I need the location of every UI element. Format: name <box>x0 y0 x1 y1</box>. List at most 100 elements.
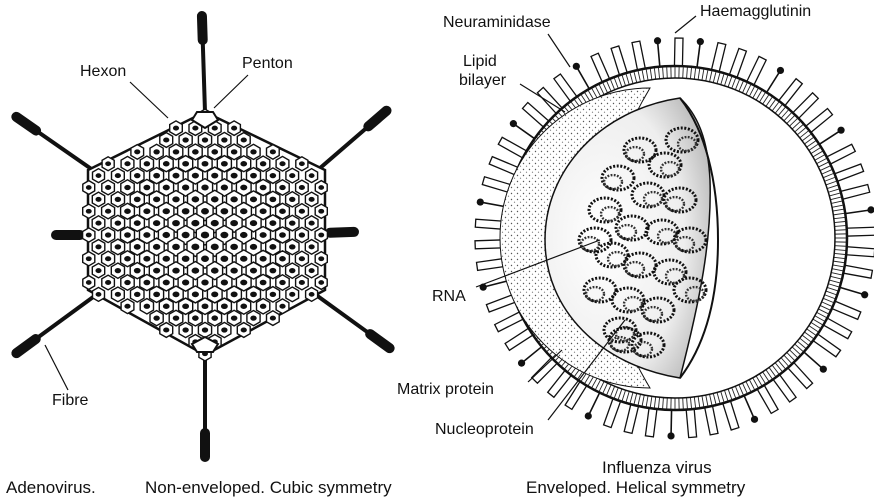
hexon-pore <box>211 315 218 320</box>
hexon-label: Hexon <box>80 63 126 81</box>
hexon-pore <box>86 280 92 285</box>
hexon-pore <box>191 220 199 227</box>
hexon-pore <box>201 208 209 214</box>
hexon-pore <box>86 233 92 238</box>
hexon-pore <box>134 220 141 226</box>
bilayer-tick <box>667 67 668 78</box>
hexon-pore <box>143 280 150 286</box>
hexon-pore <box>231 126 237 131</box>
influenza-caption-name: Influenza virus <box>602 458 712 478</box>
hexon-pore <box>163 208 170 214</box>
hexon-pore <box>124 232 131 237</box>
hexon-pore <box>172 220 180 226</box>
hexon-pore <box>115 220 122 225</box>
hexon-pore <box>105 256 111 261</box>
neuraminidase-head <box>573 63 580 70</box>
neuraminidase-spike <box>576 66 590 90</box>
hexon-pore <box>299 280 305 285</box>
fibre-knob <box>370 334 389 348</box>
hexon-pore <box>182 327 188 332</box>
hexon-pore <box>173 315 180 320</box>
hexon-pore <box>172 173 179 179</box>
hexon-pore <box>95 268 101 273</box>
hexon-pore <box>182 185 189 191</box>
hexon-pore <box>240 256 247 262</box>
hexon-pore <box>134 173 141 178</box>
fibre-knob <box>16 117 36 131</box>
hexon-pore <box>221 327 227 332</box>
influenza-caption-description: Enveloped. Helical symmetry <box>526 478 745 498</box>
hexon-pore <box>86 209 92 214</box>
hexon-pore <box>182 208 190 214</box>
hexon-pore <box>279 280 285 285</box>
fibre-knob <box>330 232 354 233</box>
hexon-pore <box>124 209 131 214</box>
neuraminidase-head <box>667 432 674 439</box>
hexon-pore <box>173 126 179 131</box>
neuraminidase-head <box>861 291 868 298</box>
hexon-pore <box>143 232 150 238</box>
neuraminidase-spike <box>818 130 841 145</box>
hexon-pore <box>221 303 228 309</box>
hexon-pore <box>115 292 121 297</box>
hexon-pore <box>153 268 160 274</box>
influenza-illustration <box>475 37 874 439</box>
hexon-pore <box>269 244 276 250</box>
hexon-pore <box>211 220 219 227</box>
hexon-pore <box>309 292 315 297</box>
haemagglutinin-leader <box>675 16 696 33</box>
hexon-pore <box>260 256 267 262</box>
hexon-pore <box>289 292 295 297</box>
hexon-pore <box>279 232 286 237</box>
hexon-pore <box>153 173 160 178</box>
neuraminidase-spike <box>671 408 672 436</box>
hexon-pore <box>144 304 150 309</box>
hexon-pore <box>202 303 209 309</box>
hexon-pore <box>124 280 130 285</box>
hexon-pore <box>182 303 189 309</box>
hexon-pore <box>289 268 295 273</box>
hexon-pore <box>270 316 276 321</box>
penton-label: Penton <box>242 55 293 73</box>
hexon-pore <box>279 256 286 261</box>
hexon-pore <box>279 209 286 214</box>
hexon-pore <box>124 161 130 166</box>
hexon-pore <box>191 244 199 251</box>
lipid-bilayer-label-line2: bilayer <box>459 72 506 90</box>
hexon-pore <box>230 196 237 202</box>
hexon-pore <box>230 244 238 250</box>
hexon-pore <box>115 197 121 202</box>
hexon-pore <box>241 327 247 332</box>
hexon-pore <box>230 268 237 274</box>
neuraminidase-head <box>837 127 844 134</box>
neuraminidase-head <box>585 412 592 419</box>
haemagglutinin-spike <box>632 41 646 72</box>
hexon-pore <box>231 315 238 320</box>
hexon-pore <box>172 196 179 202</box>
hexon-pore <box>192 268 200 274</box>
hexon-pore <box>95 197 101 202</box>
neuraminidase-head <box>510 120 517 127</box>
hexon-leader <box>130 82 168 118</box>
neuraminidase-spike <box>588 391 600 416</box>
hexon-pore <box>163 185 170 191</box>
neuraminidase-head <box>654 37 661 44</box>
hexon-pore <box>144 161 150 166</box>
hexon-pore <box>318 256 324 261</box>
hexon-pore <box>201 185 208 191</box>
haemagglutinin-spike <box>645 406 657 437</box>
hexon-pore <box>163 161 170 166</box>
hexon-pore <box>260 280 267 286</box>
matrix-protein-leader <box>528 350 562 382</box>
fibre-knob <box>368 111 386 127</box>
haemagglutinin-spike <box>686 407 697 438</box>
fibre-leader <box>45 345 68 390</box>
hexon-pore <box>201 280 208 286</box>
hexon-pore <box>260 161 266 166</box>
haemagglutinin-spike <box>704 404 718 435</box>
hexon-pore <box>231 292 238 298</box>
hexon-pore <box>173 149 180 154</box>
hexon-pore <box>220 232 228 238</box>
matrix-protein-label: Matrix protein <box>397 381 494 399</box>
hexon-pore <box>202 327 208 332</box>
